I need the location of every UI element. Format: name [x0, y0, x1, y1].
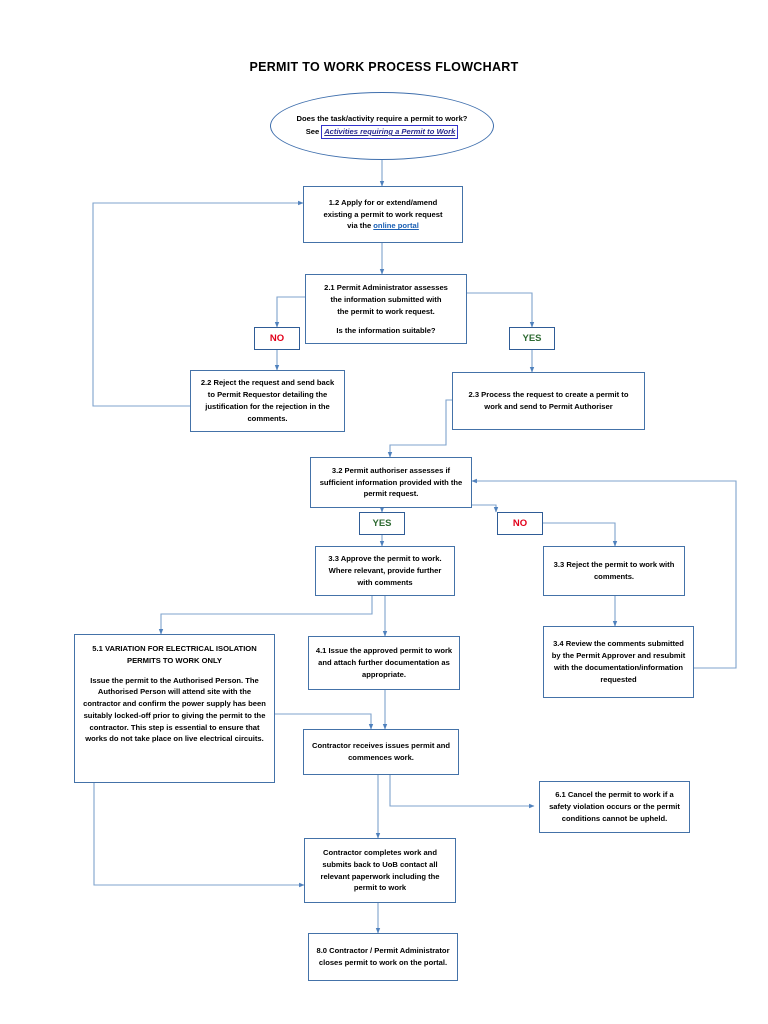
node-issue-permit: 4.1 Issue the approved permit to work an… — [308, 636, 460, 690]
node-cancel-permit: 6.1 Cancel the permit to work if a safet… — [539, 781, 690, 833]
wire-process-to-authoriser — [387, 399, 452, 458]
assess-line-3: the permit to work request. — [337, 306, 435, 316]
node-reject-request: 2.2 Reject the request and send back to … — [190, 370, 345, 432]
cancel-permit-text: 6.1 Cancel the permit to work if a safet… — [549, 790, 680, 823]
apply-line-3: via the online portal — [310, 220, 456, 232]
node-approve-permit: 3.3 Approve the permit to work. Where re… — [315, 546, 455, 596]
wire-assess-to-no — [274, 296, 305, 328]
decision-label-assess-yes: YES — [509, 327, 555, 350]
assess-question: Is the information suitable? — [336, 326, 436, 336]
wire-approve-to-electrical — [158, 596, 373, 635]
node-close-permit: 8.0 Contractor / Permit Administrator cl… — [308, 933, 458, 981]
node-review-comments: 3.4 Review the comments submitted by the… — [543, 626, 694, 698]
process-request-text: 2.3 Process the request to create a perm… — [468, 390, 629, 411]
start-see-row: See Activities requiring a Permit to Wor… — [277, 125, 487, 139]
node-electrical-isolation: 5.1 VARIATION FOR ELECTRICAL ISOLATION P… — [74, 634, 275, 783]
decision-label-assess-no: NO — [254, 327, 300, 350]
node-contractor-completes: Contractor completes work and submits ba… — [304, 838, 456, 903]
node-reject-permit: 3.3 Reject the permit to work with comme… — [543, 546, 685, 596]
assess-line-2: the information submitted with — [330, 294, 442, 304]
wire-electrical-to-contractor-receives — [274, 713, 374, 730]
contractor-completes-text: Contractor completes work and submits ba… — [320, 847, 440, 893]
wire-receives-to-cancel — [389, 775, 535, 809]
authoriser-assess-text: 3.2 Permit authoriser assesses if suffic… — [319, 465, 463, 499]
reject-request-text: 2.2 Reject the request and send back to … — [200, 378, 335, 423]
node-start-question: Does the task/activity require a permit … — [270, 92, 494, 160]
page-title: PERMIT TO WORK PROCESS FLOWCHART — [249, 60, 519, 74]
close-permit-text: 8.0 Contractor / Permit Administrator cl… — [316, 946, 450, 967]
reject-permit-text: 3.3 Reject the permit to work with comme… — [553, 560, 675, 581]
assess-line-1: 2.1 Permit Administrator assesses — [324, 283, 448, 292]
wire-assess-to-yes — [467, 292, 535, 328]
node-contractor-receives: Contractor receives issues permit and co… — [303, 729, 459, 775]
see-prefix-label: See — [305, 127, 320, 136]
apply-via-the-text: via the — [347, 221, 374, 231]
activities-requiring-permit-link[interactable]: Activities requiring a Permit to Work — [321, 125, 459, 139]
electrical-isolation-body: Issue the permit to the Authorised Perso… — [83, 675, 266, 744]
wire-electrical-to-completes — [93, 783, 305, 888]
wire-authoriser-to-no — [470, 504, 499, 513]
online-portal-link[interactable]: online portal — [373, 221, 419, 231]
node-admin-assess: 2.1 Permit Administrator assesses the in… — [305, 274, 467, 344]
apply-line-2: existing a permit to work request — [323, 209, 443, 219]
decision-label-authoriser-yes: YES — [359, 512, 405, 535]
contractor-receives-text: Contractor receives issues permit and co… — [311, 741, 450, 762]
approve-permit-text: 3.3 Approve the permit to work. Where re… — [328, 554, 442, 587]
wire-no-to-reject-permit — [543, 522, 618, 547]
node-process-request: 2.3 Process the request to create a perm… — [452, 372, 645, 430]
start-question-text: Does the task/activity require a permit … — [296, 114, 468, 124]
issue-permit-text: 4.1 Issue the approved permit to work an… — [315, 646, 453, 679]
review-comments-text: 3.4 Review the comments submitted by the… — [551, 639, 686, 684]
node-apply-permit: 1.2 Apply for or extend/amend existing a… — [303, 186, 463, 243]
apply-line-1: 1.2 Apply for or extend/amend — [328, 197, 438, 207]
electrical-isolation-heading: 5.1 VARIATION FOR ELECTRICAL ISOLATION P… — [92, 644, 257, 665]
node-authoriser-assess: 3.2 Permit authoriser assesses if suffic… — [310, 457, 472, 508]
decision-label-authoriser-no: NO — [497, 512, 543, 535]
